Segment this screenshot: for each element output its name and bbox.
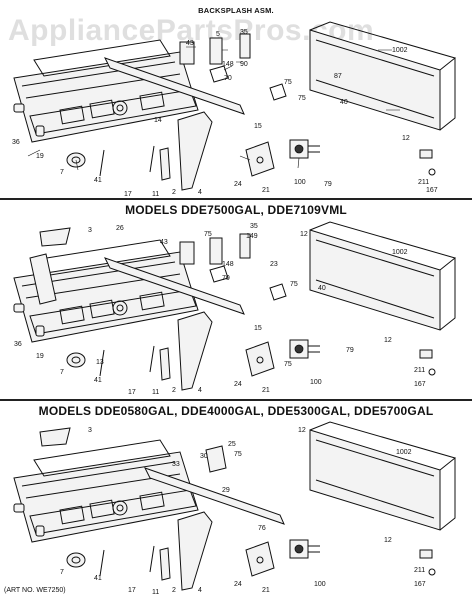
- callout: 75: [290, 281, 298, 288]
- callout: 75: [204, 231, 212, 238]
- callout: 17: [128, 389, 136, 396]
- callout: 36: [14, 341, 22, 348]
- callout: 2: [172, 587, 176, 594]
- callout: 12: [298, 427, 306, 434]
- callout: 5: [216, 31, 220, 38]
- callout: 17: [124, 191, 132, 198]
- callout: 75: [234, 451, 242, 458]
- callout: 211: [418, 179, 429, 186]
- callout: 12: [384, 537, 392, 544]
- callout: 19: [36, 353, 44, 360]
- callout: 75: [284, 361, 292, 368]
- callout: 14: [154, 117, 162, 124]
- callout: 100: [294, 179, 306, 186]
- callout: 41: [94, 177, 102, 184]
- callout: 40: [318, 285, 326, 292]
- callout: 1002: [396, 449, 412, 456]
- section-1-drawing: [13, 21, 456, 191]
- callout: 70: [224, 75, 232, 82]
- section-divider: [0, 198, 472, 200]
- callout: 35: [250, 223, 258, 230]
- callout: 79: [324, 181, 332, 188]
- section-3-drawing: [13, 421, 456, 591]
- callout: 43: [160, 239, 168, 246]
- callout: 211: [414, 567, 425, 574]
- callout: 167: [426, 187, 438, 194]
- callout: 87: [334, 73, 342, 80]
- callout: 75: [298, 95, 306, 102]
- callout: 24: [234, 381, 242, 388]
- callout: 3: [88, 427, 92, 434]
- callout: 33: [172, 461, 180, 468]
- callout: 100: [310, 379, 322, 386]
- callout: 75: [284, 79, 292, 86]
- callout: 30: [200, 453, 208, 460]
- callout: 70: [222, 275, 230, 282]
- callout: 21: [262, 387, 270, 394]
- callout: 36: [12, 139, 20, 146]
- callout: 11: [152, 389, 159, 396]
- callout: 11: [152, 589, 159, 596]
- callout: 19: [36, 153, 44, 160]
- callout: 149: [246, 233, 258, 240]
- callout: 12: [384, 337, 392, 344]
- callout: 25: [228, 441, 236, 448]
- callout: 24: [234, 581, 242, 588]
- callout: 41: [94, 575, 102, 582]
- callout: 4: [198, 189, 202, 196]
- callout: 90: [240, 61, 248, 68]
- callout: 29: [222, 487, 230, 494]
- callout: 41: [94, 377, 102, 384]
- callout: 4: [198, 587, 202, 594]
- callout: 148: [222, 261, 234, 268]
- callout: 1002: [392, 249, 408, 256]
- callout: 43: [186, 40, 194, 47]
- section-1-callouts: 43 5 35 148 70 90 75 87 1002 40 14 75 36…: [12, 29, 438, 198]
- callout: 7: [60, 369, 64, 376]
- callout: 17: [128, 587, 136, 594]
- callout: 211: [414, 367, 425, 374]
- callout: 23: [270, 261, 278, 268]
- callout: 24: [234, 181, 242, 188]
- callout: 21: [262, 187, 270, 194]
- callout: 167: [414, 581, 426, 588]
- section-3-title: MODELS DDE0580GAL, DDE4000GAL, DDE5300GA…: [38, 404, 434, 418]
- callout: 100: [314, 581, 326, 588]
- callout: 4: [198, 387, 202, 394]
- callout: 7: [60, 569, 64, 576]
- callout: 1002: [392, 47, 408, 54]
- callout: 148: [222, 61, 234, 68]
- section-2-callouts: 3 26 43 75 35 149 148 70 23 75 12 1002 4…: [14, 223, 426, 396]
- section-2-drawing: [13, 221, 456, 391]
- callout: 11: [152, 191, 159, 198]
- callout: 15: [254, 325, 262, 332]
- callout: 76: [258, 525, 266, 532]
- callout: 40: [340, 99, 348, 106]
- section-divider: [0, 399, 472, 401]
- callout: 2: [172, 189, 176, 196]
- callout: 79: [346, 347, 354, 354]
- callout: 26: [116, 225, 124, 232]
- header-title-line-2: BACKSPLASH ASM.: [198, 6, 274, 15]
- callout: 7: [60, 169, 64, 176]
- art-number: (ART NO. WE7250): [4, 587, 66, 594]
- section-3-callouts: 3 30 25 75 33 12 1002 29 7 41 17 11 2 4 …: [60, 427, 426, 596]
- callout: 13: [96, 359, 104, 366]
- callout: 21: [262, 587, 270, 594]
- callout: 12: [300, 231, 308, 238]
- callout: 167: [414, 381, 426, 388]
- callout: 2: [172, 387, 176, 394]
- callout: 35: [240, 29, 248, 36]
- callout: 15: [254, 123, 262, 130]
- callout: 3: [88, 227, 92, 234]
- section-2-title: MODELS DDE7500GAL, DDE7109VML: [125, 203, 347, 217]
- callout: 12: [402, 135, 410, 142]
